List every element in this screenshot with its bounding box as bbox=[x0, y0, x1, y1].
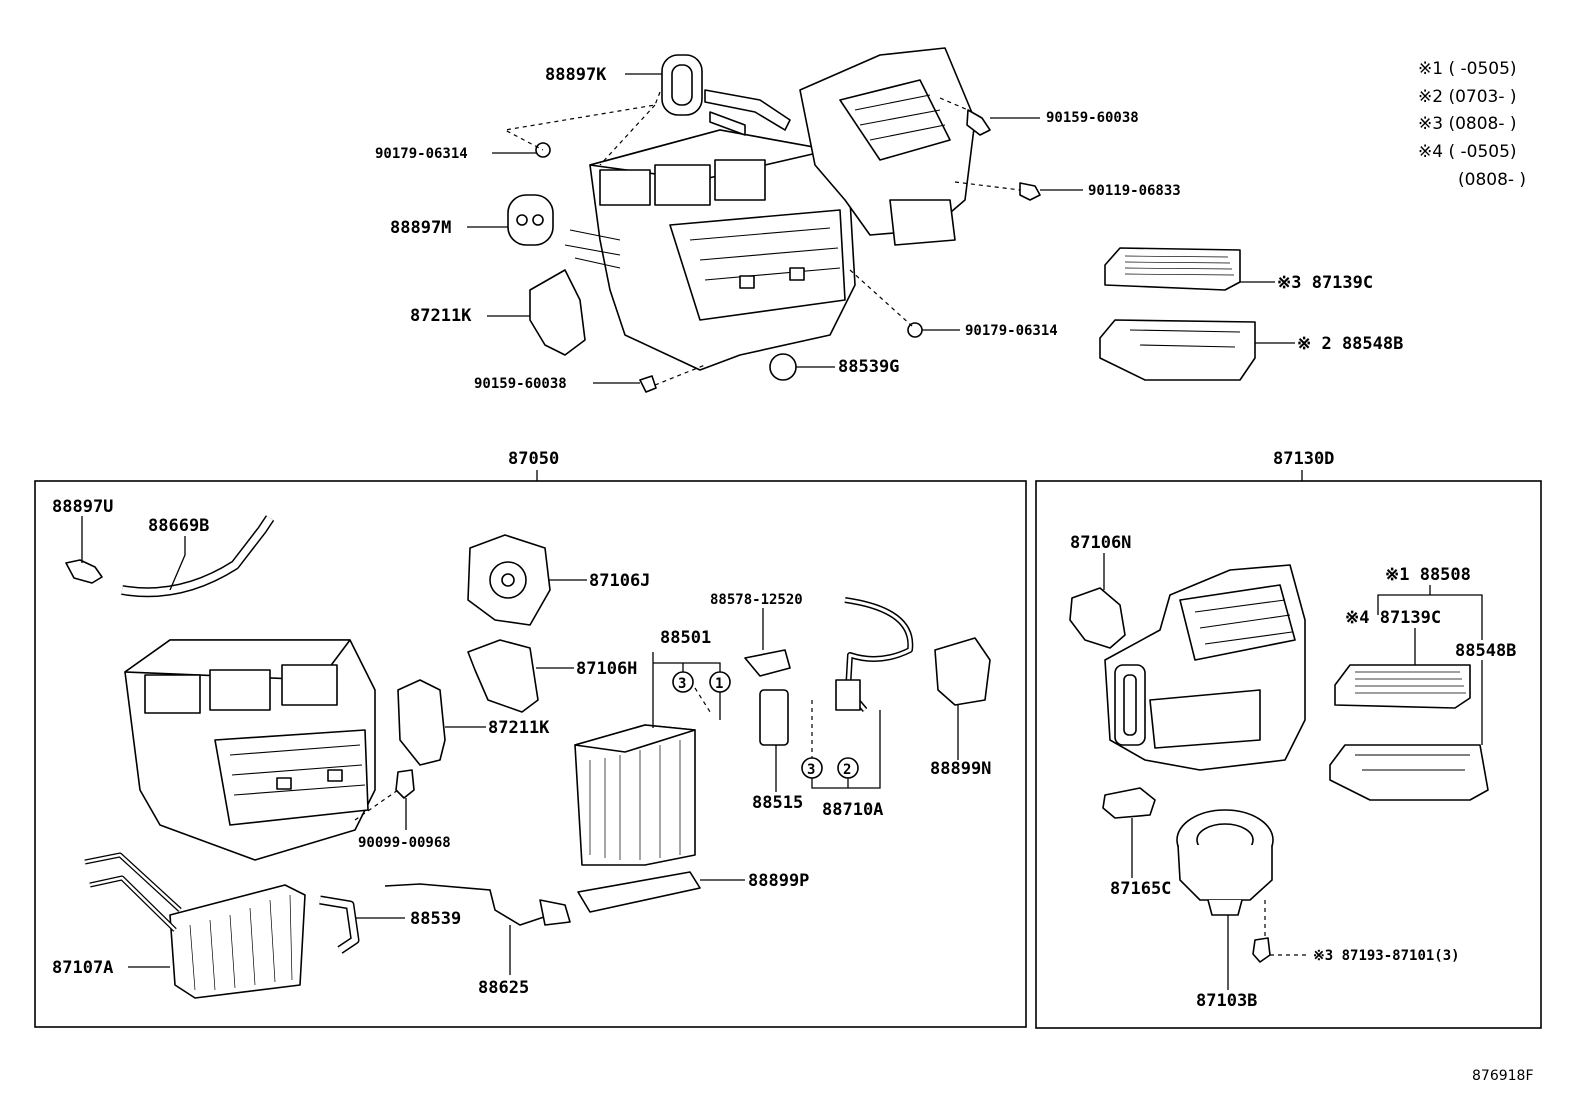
label-88897U: 88897U bbox=[52, 497, 113, 517]
label-88669B: 88669B bbox=[148, 516, 209, 536]
note-1: ※1 ( -0505) bbox=[1418, 59, 1517, 79]
label-90099-00968: 90099-00968 bbox=[358, 835, 451, 851]
left-leaders bbox=[81, 516, 959, 975]
label-87211K-top: 87211K bbox=[410, 306, 472, 326]
label-88897K: 88897K bbox=[545, 65, 607, 85]
note-3: ※3 (0808- ) bbox=[1418, 114, 1517, 134]
left-labels: 88897U 88669B 87106J 87106H 87211K 90099… bbox=[52, 497, 991, 998]
label-90179-06314-a: 90179-06314 bbox=[375, 146, 468, 162]
label-87106J: 87106J bbox=[589, 571, 650, 591]
figure-id: 876918F bbox=[1472, 1068, 1534, 1084]
callout-3b: 3 bbox=[807, 762, 815, 778]
label-90159-60038-b: 90159-60038 bbox=[1046, 110, 1139, 126]
label-90179-06314-b: 90179-06314 bbox=[965, 323, 1058, 339]
label-87211K: 87211K bbox=[488, 718, 550, 738]
label-88899N: 88899N bbox=[930, 759, 991, 779]
label-88539G: 88539G bbox=[838, 357, 899, 377]
label-90159-60038-a: 90159-60038 bbox=[474, 376, 567, 392]
callout-3a: 3 bbox=[678, 676, 686, 692]
note-4b: (0808- ) bbox=[1458, 170, 1526, 190]
top-hvac-assembly bbox=[507, 47, 1041, 393]
top-labels: 88897K 90179-06314 88897M 87211K 90159-6… bbox=[375, 65, 1403, 392]
note-2: ※2 (0703- ) bbox=[1418, 87, 1517, 107]
label-88625: 88625 bbox=[478, 978, 529, 998]
note-4: ※4 ( -0505) bbox=[1418, 142, 1517, 162]
label-88508: ※1 88508 bbox=[1385, 565, 1471, 585]
group-87050-box bbox=[34, 480, 1027, 1028]
label-87165C: 87165C bbox=[1110, 879, 1171, 899]
label-87139C: ※4 87139C bbox=[1345, 608, 1441, 628]
group-87050-title: 87050 bbox=[508, 449, 559, 469]
label-90119-06833: 90119-06833 bbox=[1088, 183, 1181, 199]
group-87130D-title: 87130D bbox=[1273, 449, 1334, 469]
label-88548B: 88548B bbox=[1455, 641, 1516, 661]
group-87130D-box bbox=[1035, 480, 1542, 1029]
label-87193-87101: ※3 87193-87101(3) bbox=[1313, 948, 1460, 964]
callout-2: 2 bbox=[843, 762, 851, 778]
label-87139C-top: ※3 87139C bbox=[1277, 273, 1373, 293]
label-87106H: 87106H bbox=[576, 659, 637, 679]
right-labels: 87106N ※1 88508 ※4 87139C 88548B 87165C … bbox=[1070, 533, 1516, 1011]
label-87106N: 87106N bbox=[1070, 533, 1131, 553]
label-88548B-top: ※ 2 88548B bbox=[1297, 334, 1403, 354]
callout-1: 1 bbox=[715, 676, 723, 692]
top-filters bbox=[1099, 247, 1256, 381]
label-88539: 88539 bbox=[410, 909, 461, 929]
right-leaders bbox=[1103, 553, 1483, 990]
label-87103B: 87103B bbox=[1196, 991, 1257, 1011]
group-87050: 87050 bbox=[34, 449, 1027, 1028]
top-leaders bbox=[467, 73, 1295, 386]
label-88515: 88515 bbox=[752, 793, 803, 813]
label-88899P: 88899P bbox=[748, 871, 809, 891]
group-87130D: 87130D bbox=[1035, 449, 1542, 1029]
left-group-parts bbox=[65, 515, 991, 999]
label-88578-12520: 88578-12520 bbox=[710, 592, 803, 608]
label-88897M: 88897M bbox=[390, 218, 451, 238]
right-group-parts bbox=[1069, 564, 1489, 963]
applicability-notes: ※1 ( -0505) ※2 (0703- ) ※3 (0808- ) ※4 (… bbox=[1418, 59, 1526, 190]
label-87107A: 87107A bbox=[52, 958, 113, 978]
label-88710A: 88710A bbox=[822, 800, 883, 820]
label-88501: 88501 bbox=[660, 628, 711, 648]
